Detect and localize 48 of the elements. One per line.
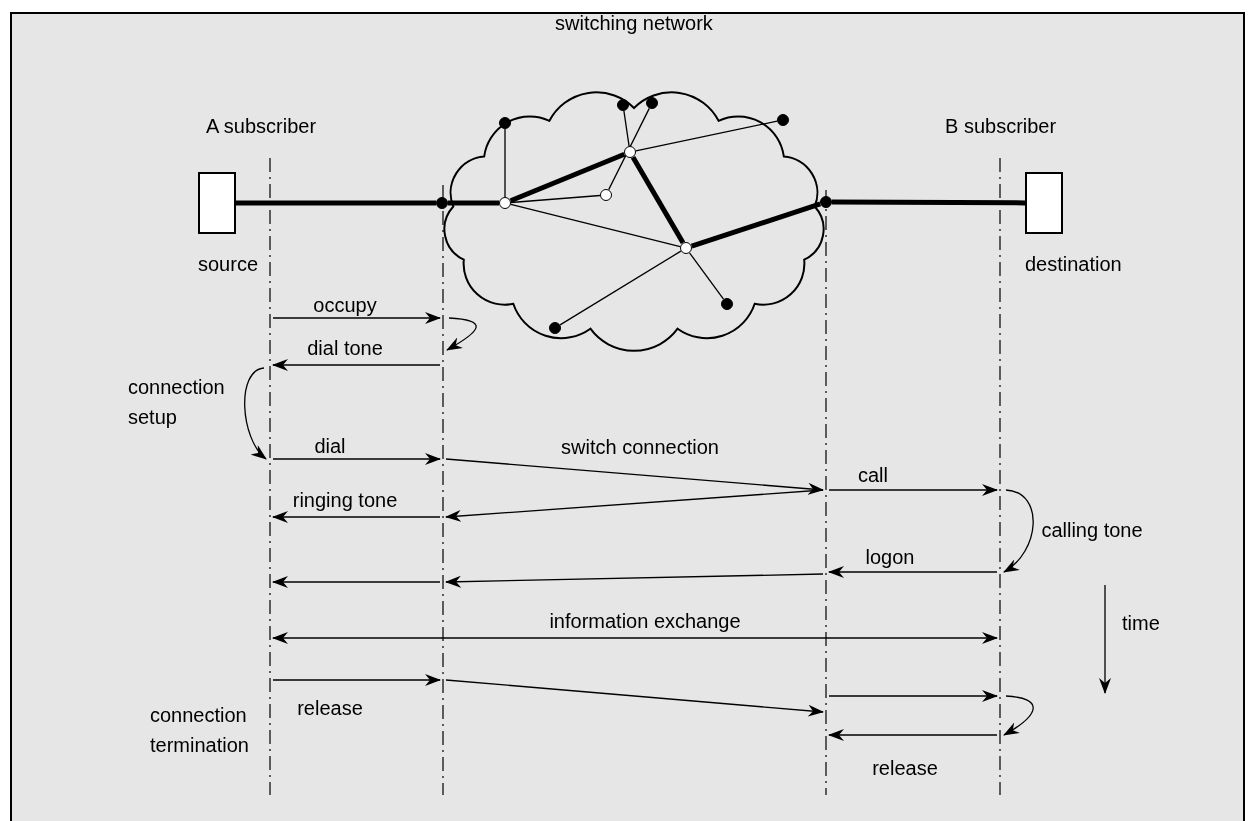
message-arrow (828, 690, 998, 702)
note-text: time (1122, 611, 1161, 636)
curved-arrow (446, 317, 477, 351)
trunk-line (690, 201, 822, 249)
link-line (608, 107, 650, 191)
link-line (510, 194, 601, 204)
trunk-line (630, 155, 686, 245)
edge-label: logon (863, 546, 917, 568)
link-line (559, 250, 682, 326)
lifeline (441, 185, 445, 795)
link-line (635, 120, 778, 152)
message-arrow (272, 511, 441, 523)
network-title: switching network (555, 12, 713, 34)
edge-label: information exchange (547, 610, 743, 632)
link-line (504, 128, 506, 198)
lifeline (268, 158, 272, 795)
message-arrow (828, 566, 998, 578)
message-arrow (272, 312, 441, 324)
message-arrow (828, 729, 998, 741)
trunk-line (509, 152, 626, 203)
trunk-line (832, 199, 1025, 206)
lifeline (998, 158, 1002, 795)
note-text: connection termination (150, 703, 250, 758)
message-arrow (445, 679, 824, 717)
message-arrow (272, 359, 441, 371)
trunk-line (236, 200, 436, 206)
lifeline (824, 190, 828, 795)
subscriber-label: A subscriber (206, 115, 317, 137)
curved-arrow (1003, 695, 1034, 736)
edge-label: calling tone (1039, 519, 1145, 541)
message-arrow (272, 674, 441, 686)
message-arrow (445, 573, 824, 588)
message-arrow (272, 453, 441, 465)
subscriber-label: B subscriber (945, 115, 1057, 137)
message-arrow (272, 632, 998, 644)
link-line (623, 110, 630, 147)
link-line (688, 252, 725, 300)
link-line (510, 203, 681, 248)
note-text: connection setup (128, 375, 226, 430)
terminal-caption: destination (1025, 253, 1122, 275)
curved-arrow (1003, 489, 1034, 573)
message-arrow (828, 484, 998, 496)
message-arrow (445, 489, 824, 522)
message-arrow (272, 576, 441, 588)
curved-arrow (244, 367, 267, 460)
message-arrow (445, 458, 824, 495)
trunk-line (448, 200, 499, 206)
terminal-caption: source (198, 253, 259, 275)
